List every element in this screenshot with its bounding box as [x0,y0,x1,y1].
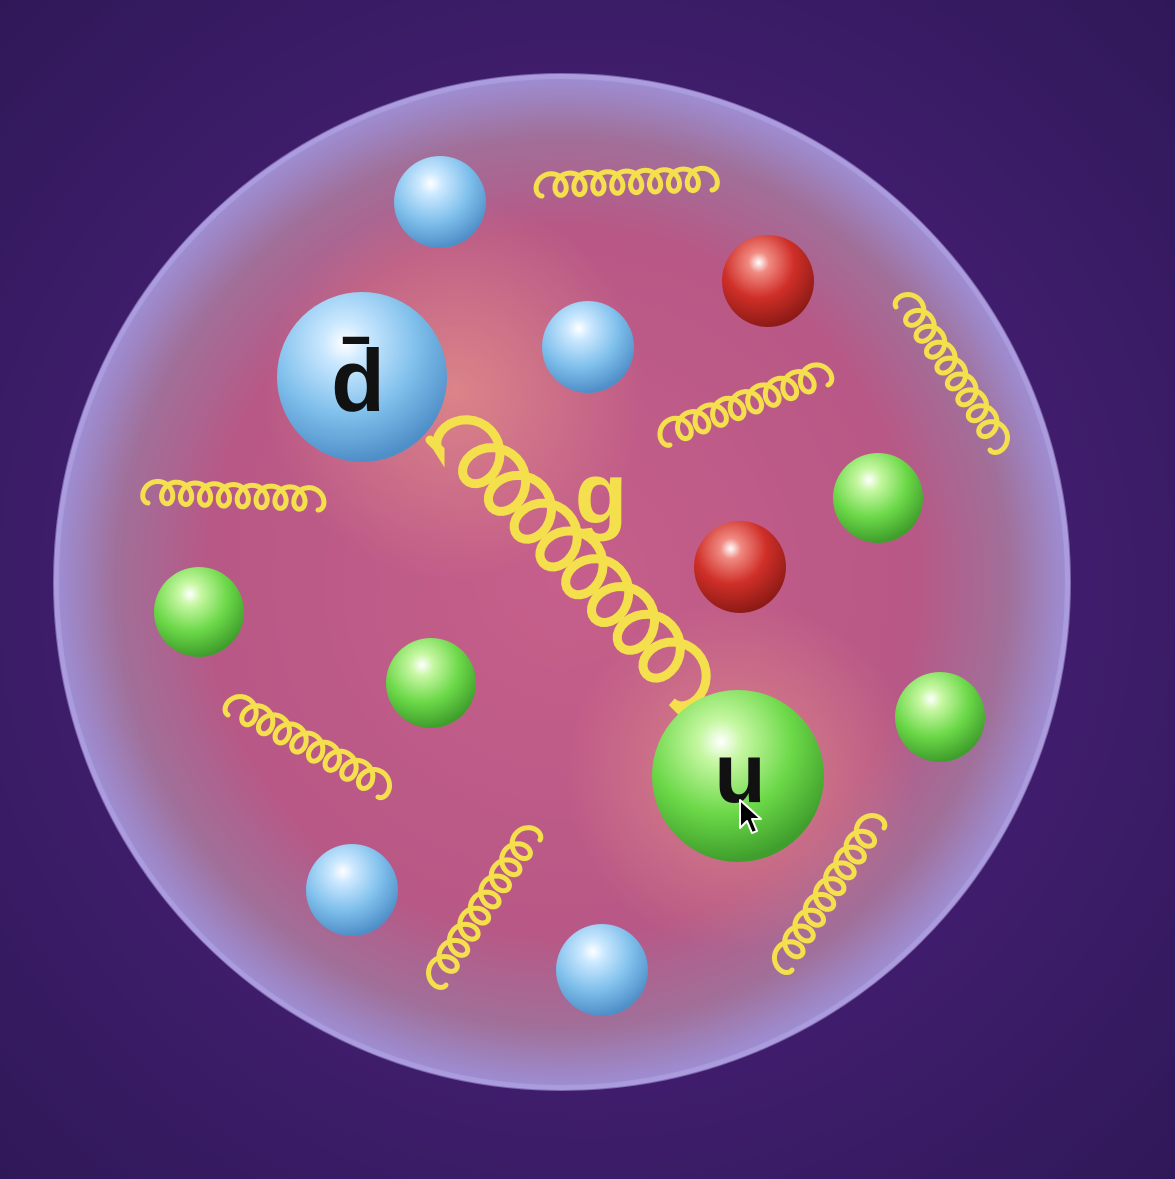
anti-down-quark [277,292,447,462]
gluon-spring [771,812,888,976]
sea-quark-blue [556,924,648,1016]
sea-quark-green [386,638,476,728]
sea-quark-green [833,453,923,543]
sea-quark-red [694,521,786,613]
proton-rim [53,73,1071,1091]
sea-quark-blue [306,844,398,936]
gluon-exchange [425,415,711,720]
sea-quark-blue [542,301,634,393]
gluon-spring [425,825,544,991]
sea-quarks [154,156,985,1016]
sea-quark-blue [394,156,486,248]
mouse-pointer-icon [739,799,762,834]
up-quark [652,690,824,862]
gluon-spring [657,362,835,448]
gluon-spring [140,478,327,513]
sea-quark-green [895,672,985,762]
gluon-coil [425,415,711,720]
anti-down-quark-label: d̄ [331,331,385,430]
gluon-spring [222,694,393,801]
sea-quark-red [722,235,814,327]
sea-quark-green [154,567,244,657]
gluon-label: g [575,446,628,542]
gluon-spring [892,291,1011,456]
sea-gluons [140,165,1011,991]
gluon-spring [533,165,720,199]
